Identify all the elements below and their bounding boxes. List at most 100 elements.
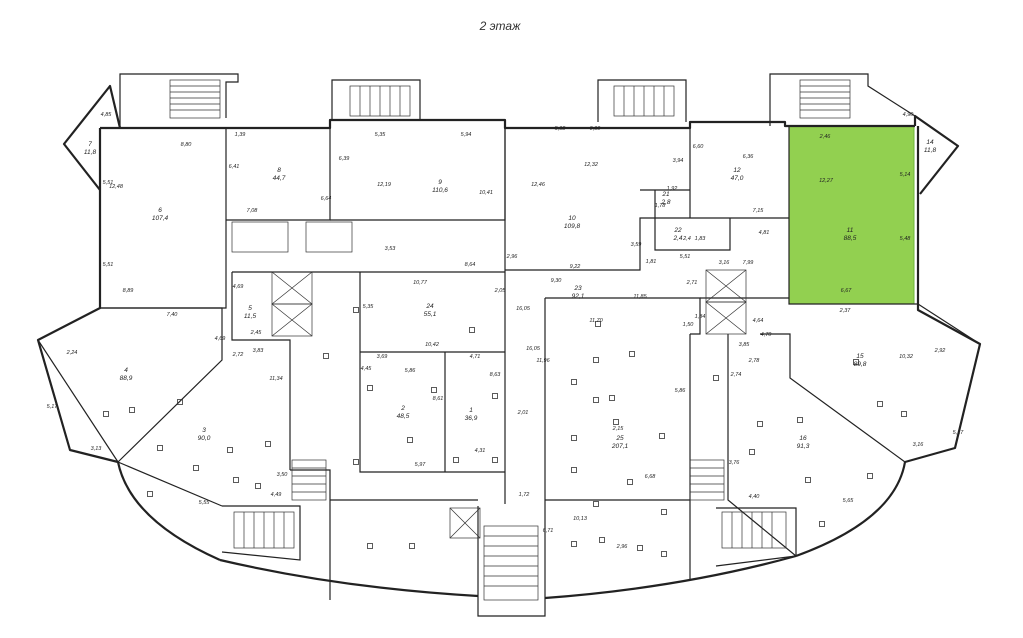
column-marker: [453, 457, 459, 463]
dimension-label: 6,71: [543, 528, 554, 534]
dimension-label: 12,46: [531, 182, 546, 188]
column-marker: [661, 551, 667, 557]
column-marker: [629, 351, 635, 357]
dimension-label: 1,50: [683, 322, 695, 328]
column-marker: [353, 307, 359, 313]
lift-shafts: [231, 221, 747, 539]
dimension-label: 5,35: [363, 304, 375, 310]
room-number-22: 22: [673, 227, 682, 234]
room-area-1: 36,9: [465, 415, 478, 422]
dimension-label: 10,41: [479, 190, 493, 196]
column-marker: [595, 321, 601, 327]
dimension-label: 12,19: [377, 182, 391, 188]
dimension-label: 5,14: [900, 172, 911, 178]
room-area-23: 92,1: [572, 293, 585, 300]
dimension-label: 8,89: [123, 288, 134, 294]
room-area-9: 110,6: [432, 187, 448, 194]
room-area-6: 107,4: [152, 215, 169, 222]
dimension-label: 4,71: [470, 354, 481, 360]
room-number-14: 14: [926, 139, 934, 146]
room-area-15: 89,8: [854, 361, 867, 368]
column-marker: [193, 465, 199, 471]
dimension-label: 0,90: [590, 126, 602, 132]
dimension-label: 11,85: [633, 294, 647, 300]
dimension-label: 4,85: [101, 112, 113, 118]
room-number-16: 16: [799, 435, 807, 442]
dimension-label: 2,05: [494, 288, 507, 294]
column-marker: [757, 421, 763, 427]
dimension-label: 1,83: [695, 236, 707, 242]
dimension-label: 1,84: [695, 314, 706, 320]
highlighted-unit-11[interactable]: [788, 125, 915, 305]
dimension-label: 4,70: [761, 332, 773, 338]
dimension-label: 4,49: [271, 492, 282, 498]
room-number-2: 2: [400, 405, 405, 412]
dimension-label: 2,96: [616, 544, 629, 550]
dimension-label: 16,05: [526, 346, 541, 352]
dimension-label: 1,72: [519, 492, 530, 498]
dimension-label: 4,40: [749, 494, 761, 500]
room-area-11: 88,5: [844, 235, 857, 242]
dimension-label: 7,15: [753, 208, 765, 214]
room-number-24: 24: [425, 303, 434, 310]
dimension-label: 11,70: [589, 318, 603, 324]
dimension-label: 5,55: [199, 500, 211, 506]
column-marker: [227, 447, 233, 453]
dimension-label: 3,85: [739, 342, 751, 348]
room-area-7: 11,8: [84, 149, 97, 156]
dimension-label: 16,05: [516, 306, 531, 312]
column-marker: [593, 357, 599, 363]
dimension-label: 3,16: [913, 442, 925, 448]
column-marker: [571, 435, 577, 441]
dimension-label: 3,53: [385, 246, 397, 252]
dimension-label: 7,99: [743, 260, 754, 266]
dimension-label: 5,17: [47, 404, 59, 410]
dimension-label: 3,59: [631, 242, 642, 248]
room-area-25: 207,1: [611, 443, 629, 450]
room-number-1: 1: [469, 407, 473, 414]
dimension-label: 5,98: [555, 126, 567, 132]
column-marker: [431, 387, 437, 393]
column-marker: [853, 359, 859, 365]
room-number-5: 5: [248, 305, 252, 312]
room-area-21: 2,8: [660, 199, 670, 206]
dimension-label: 1,39: [235, 132, 246, 138]
room-number-8: 8: [277, 167, 281, 174]
dimension-label: 4,45: [361, 366, 373, 372]
dimension-label: 8,64: [465, 262, 476, 268]
dimension-label: 5,65: [843, 498, 855, 504]
column-marker: [407, 437, 413, 443]
dimension-label: 7,08: [247, 208, 259, 214]
column-marker: [659, 433, 665, 439]
dimension-label: 2,4: [682, 236, 691, 242]
column-marker: [819, 521, 825, 527]
column-marker: [492, 393, 498, 399]
dimension-label: 2,96: [506, 254, 519, 260]
room-number-7: 7: [88, 141, 92, 148]
room-area-14: 11,8: [924, 147, 937, 154]
room-area-8: 44,7: [273, 175, 286, 182]
dimension-label: 1,92: [667, 186, 678, 192]
column-marker: [157, 445, 163, 451]
column-marker: [469, 327, 475, 333]
column-marker: [805, 477, 811, 483]
dimension-label: 10,42: [425, 342, 439, 348]
dimension-label: 3,69: [377, 354, 388, 360]
room-area-12: 47,0: [731, 175, 744, 182]
column-marker: [177, 399, 183, 405]
room-area-10: 109,8: [564, 223, 581, 230]
column-marker: [571, 379, 577, 385]
room-number-12: 12: [733, 167, 741, 174]
column-marker: [255, 483, 261, 489]
room-area-22: 2,4: [672, 235, 682, 242]
dimension-label: 2,01: [517, 410, 529, 416]
column-marker: [103, 411, 109, 417]
dimension-label: 5,86: [405, 368, 417, 374]
dimension-label: 1,81: [646, 259, 657, 265]
column-marker: [492, 457, 498, 463]
dimension-label: 6,67: [841, 288, 853, 294]
room-labels: 136,9248,5390,0488,9511,56107,4711,8844,…: [84, 139, 937, 450]
dimension-label: 11,34: [269, 376, 282, 382]
room-number-10: 10: [568, 215, 576, 222]
